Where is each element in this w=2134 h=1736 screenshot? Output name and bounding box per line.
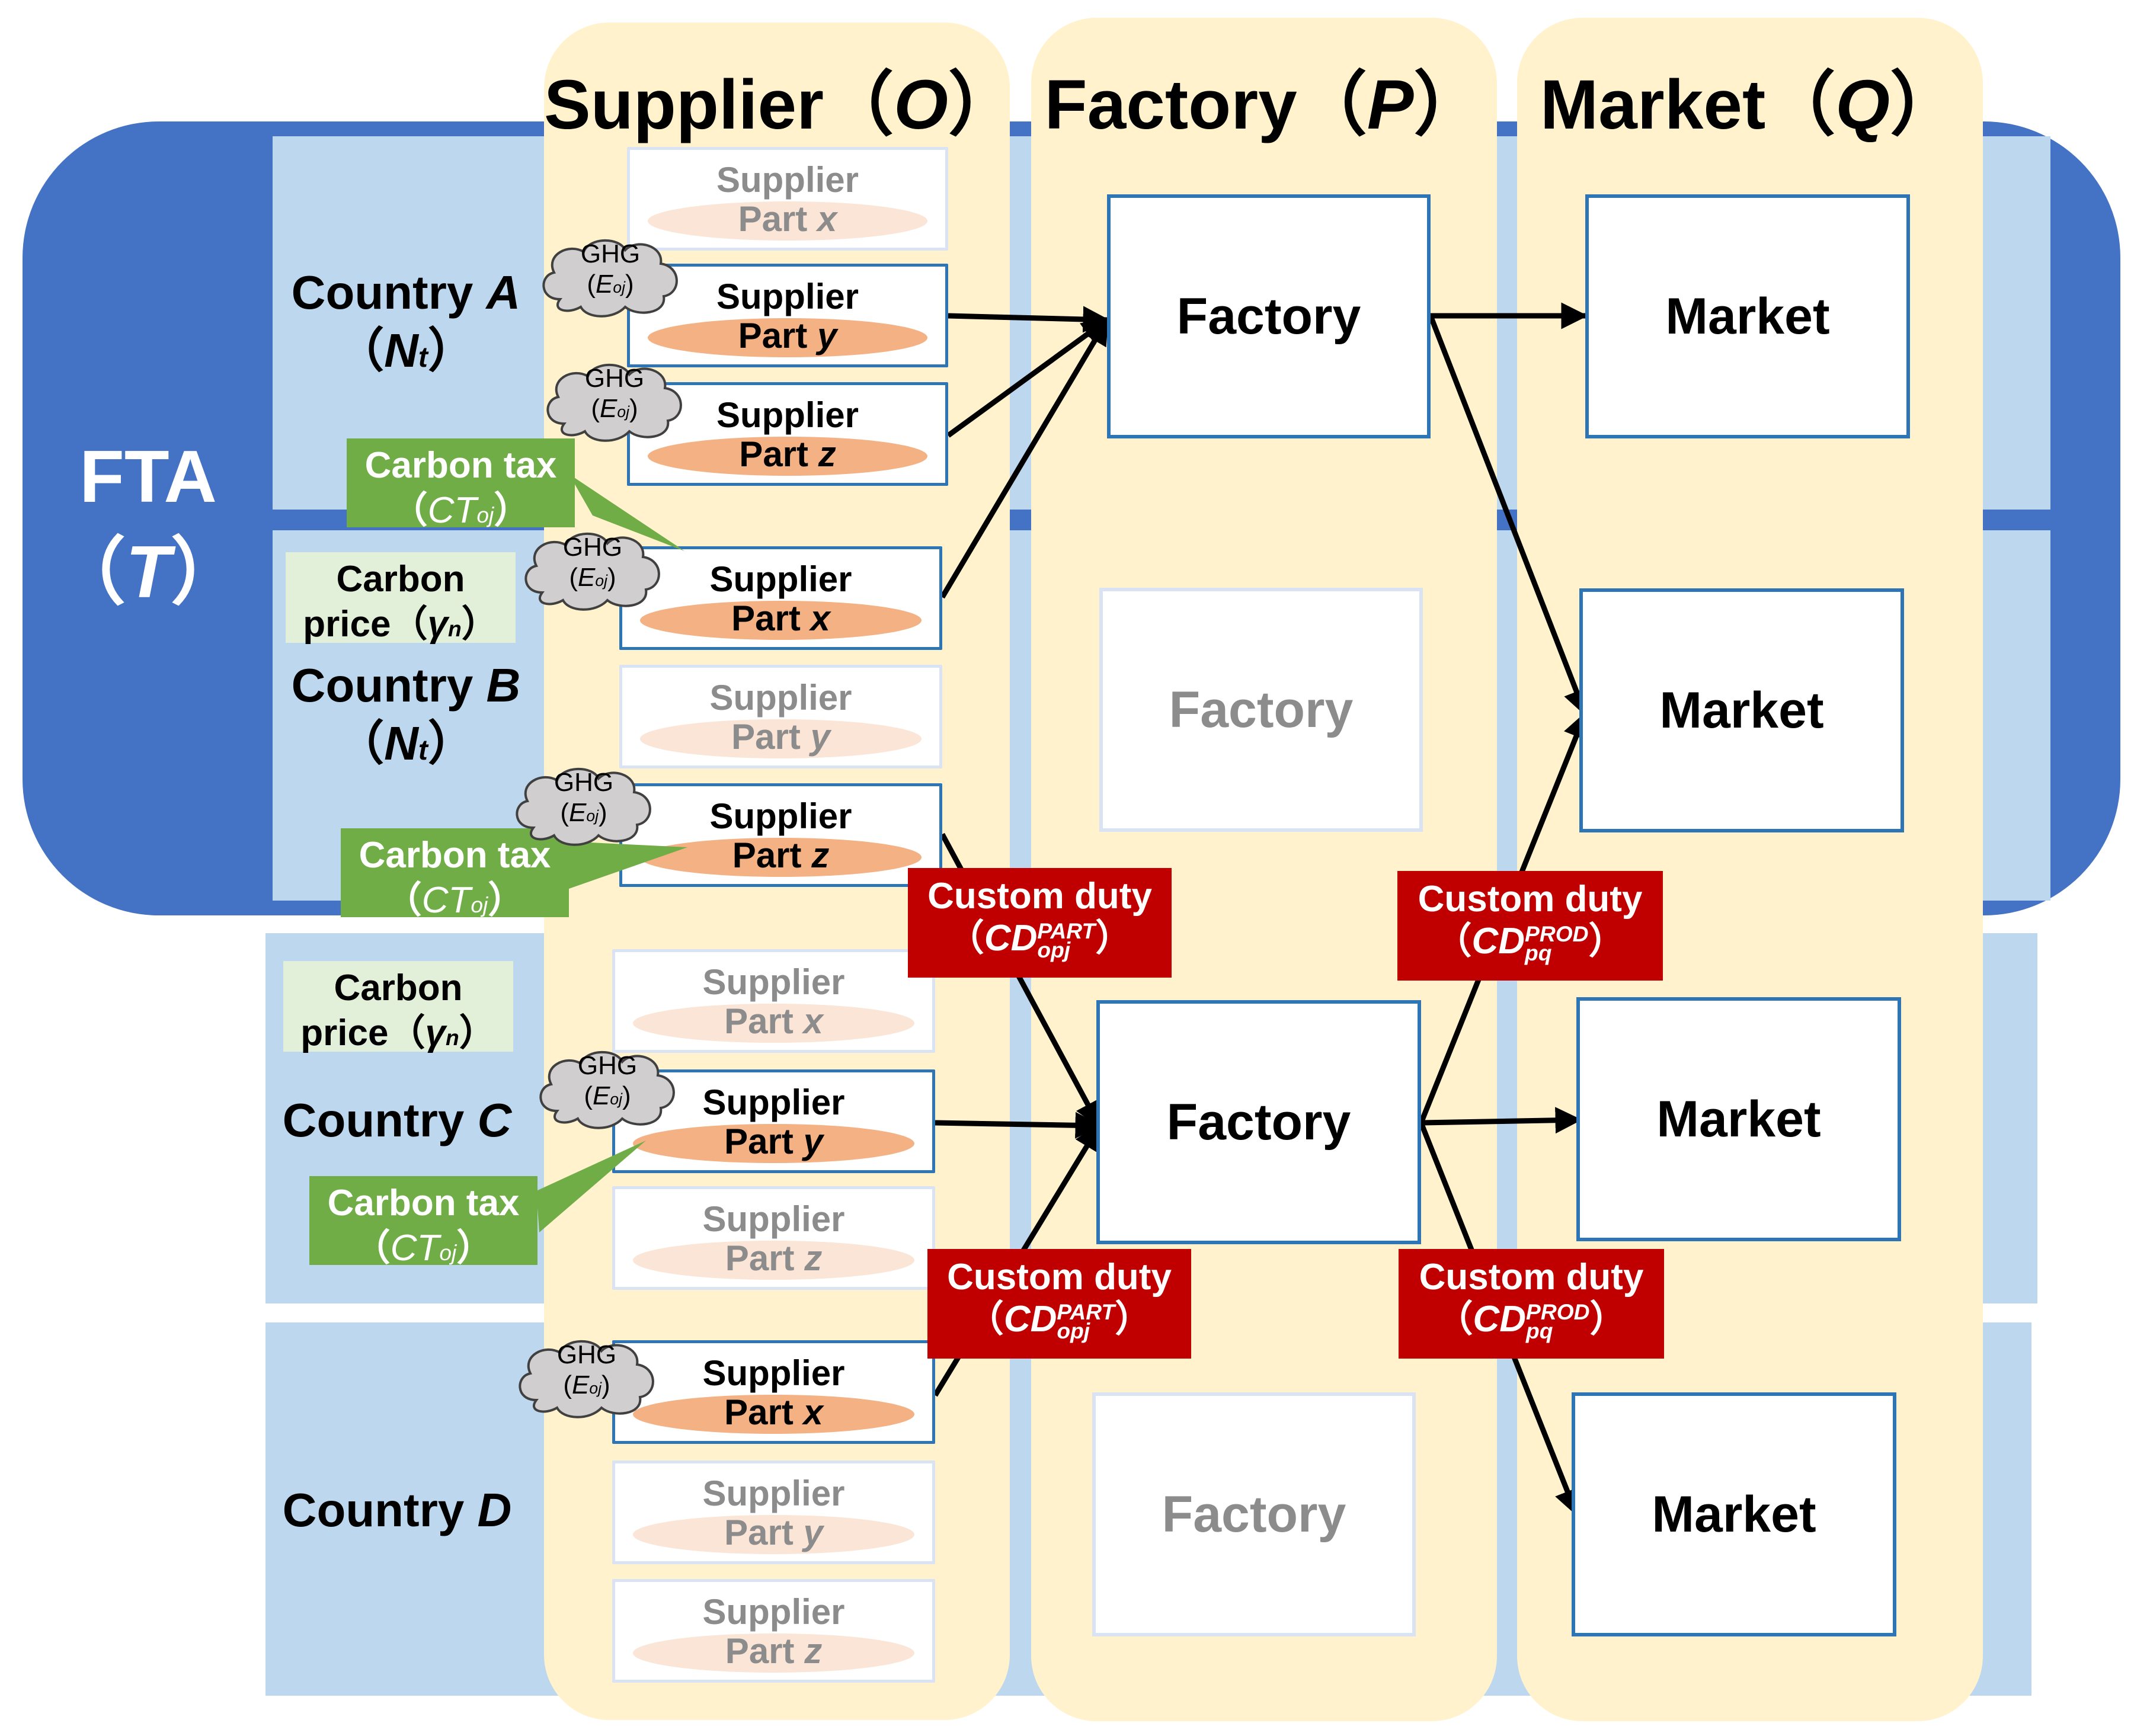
country-d-label: Country D <box>282 1484 512 1536</box>
market-column-title: Market（Q） <box>1540 66 1960 144</box>
factory-column-title: Factory（P） <box>1044 66 1484 144</box>
carbon-tax-pointer-3 <box>536 1141 646 1232</box>
ghg-cloud-d-x: GHG(Eoj) <box>513 1332 661 1421</box>
supplier-box-d-z[interactable]: Supplier Part z <box>612 1579 935 1683</box>
market-node-4[interactable]: Market <box>1572 1392 1896 1636</box>
ghg-cloud-b-z: GHG(Eoj) <box>510 760 658 848</box>
supplier-box-c-y[interactable]: Supplier Part y <box>612 1069 935 1173</box>
cloud-icon <box>542 239 678 318</box>
country-c-label: Country C <box>282 1094 512 1146</box>
ghg-cloud-b-x: GHG(Eoj) <box>519 524 667 613</box>
market-node-3[interactable]: Market <box>1576 997 1901 1241</box>
supplier-box-a-x[interactable]: Supplier Part x <box>627 147 948 251</box>
country-a-label: Country A （Nt） <box>291 266 521 377</box>
cloud-icon <box>519 1340 654 1418</box>
factory-node-2[interactable]: Factory <box>1099 588 1423 832</box>
arrow-supplier-a-z-to-factory-1 <box>946 318 1109 438</box>
carbon-tax-pointer-1 <box>569 474 684 551</box>
factory-node-4[interactable]: Factory <box>1092 1392 1416 1636</box>
supplier-box-a-z[interactable]: Supplier Part z <box>627 382 948 486</box>
arrow-factory-1-to-market-2 <box>1428 315 1589 717</box>
carbon-price-box-b: Carbon price（γn） <box>286 552 516 645</box>
supplier-box-d-y[interactable]: Supplier Part y <box>612 1460 935 1564</box>
arrow-factory-3-to-market-3 <box>1420 1107 1582 1134</box>
carbon-tax-box-2: Carbon tax （CToj） <box>341 828 569 921</box>
cloud-icon <box>524 532 660 611</box>
supplier-column-title: Supplier（O） <box>544 66 1018 144</box>
supplier-box-a-y[interactable]: Supplier Part y <box>627 264 948 367</box>
factory-node-3[interactable]: Factory <box>1096 1000 1421 1244</box>
cloud-icon <box>546 363 682 442</box>
carbon-tax-box-1: Carbon tax （CToj） <box>347 438 575 531</box>
ghg-cloud-a-z: GHG(Eoj) <box>540 355 689 444</box>
carbon-tax-pointer-2 <box>566 841 687 889</box>
arrow-supplier-b-x-to-factory-1 <box>940 318 1109 599</box>
country-b-label: Country B （Nt） <box>291 659 521 770</box>
factory-node-1[interactable]: Factory <box>1107 194 1431 438</box>
supplier-box-c-z[interactable]: Supplier Part z <box>612 1186 935 1290</box>
cloud-icon <box>516 767 651 846</box>
cloud-icon <box>539 1050 675 1129</box>
arrow-supplier-c-y-to-factory-3 <box>935 1112 1102 1139</box>
fta-label: FTA （T） <box>52 436 244 614</box>
market-node-2[interactable]: Market <box>1579 588 1904 832</box>
supplier-box-b-y[interactable]: Supplier Part y <box>619 665 942 768</box>
supplier-box-d-x[interactable]: Supplier Part x <box>612 1340 935 1444</box>
supplier-box-c-x[interactable]: Supplier Part x <box>612 949 935 1053</box>
ghg-cloud-c-y: GHG(Eoj) <box>533 1043 682 1132</box>
supplier-box-b-z[interactable]: Supplier Part z <box>619 783 942 887</box>
carbon-price-box-c: Carbon price（γn） <box>283 961 513 1053</box>
market-node-1[interactable]: Market <box>1585 194 1910 438</box>
supplier-box-b-x[interactable]: Supplier Part x <box>619 546 942 650</box>
carbon-tax-box-3: Carbon tax （CToj） <box>309 1176 538 1269</box>
ghg-cloud-a-y: GHG(Eoj) <box>536 231 684 320</box>
